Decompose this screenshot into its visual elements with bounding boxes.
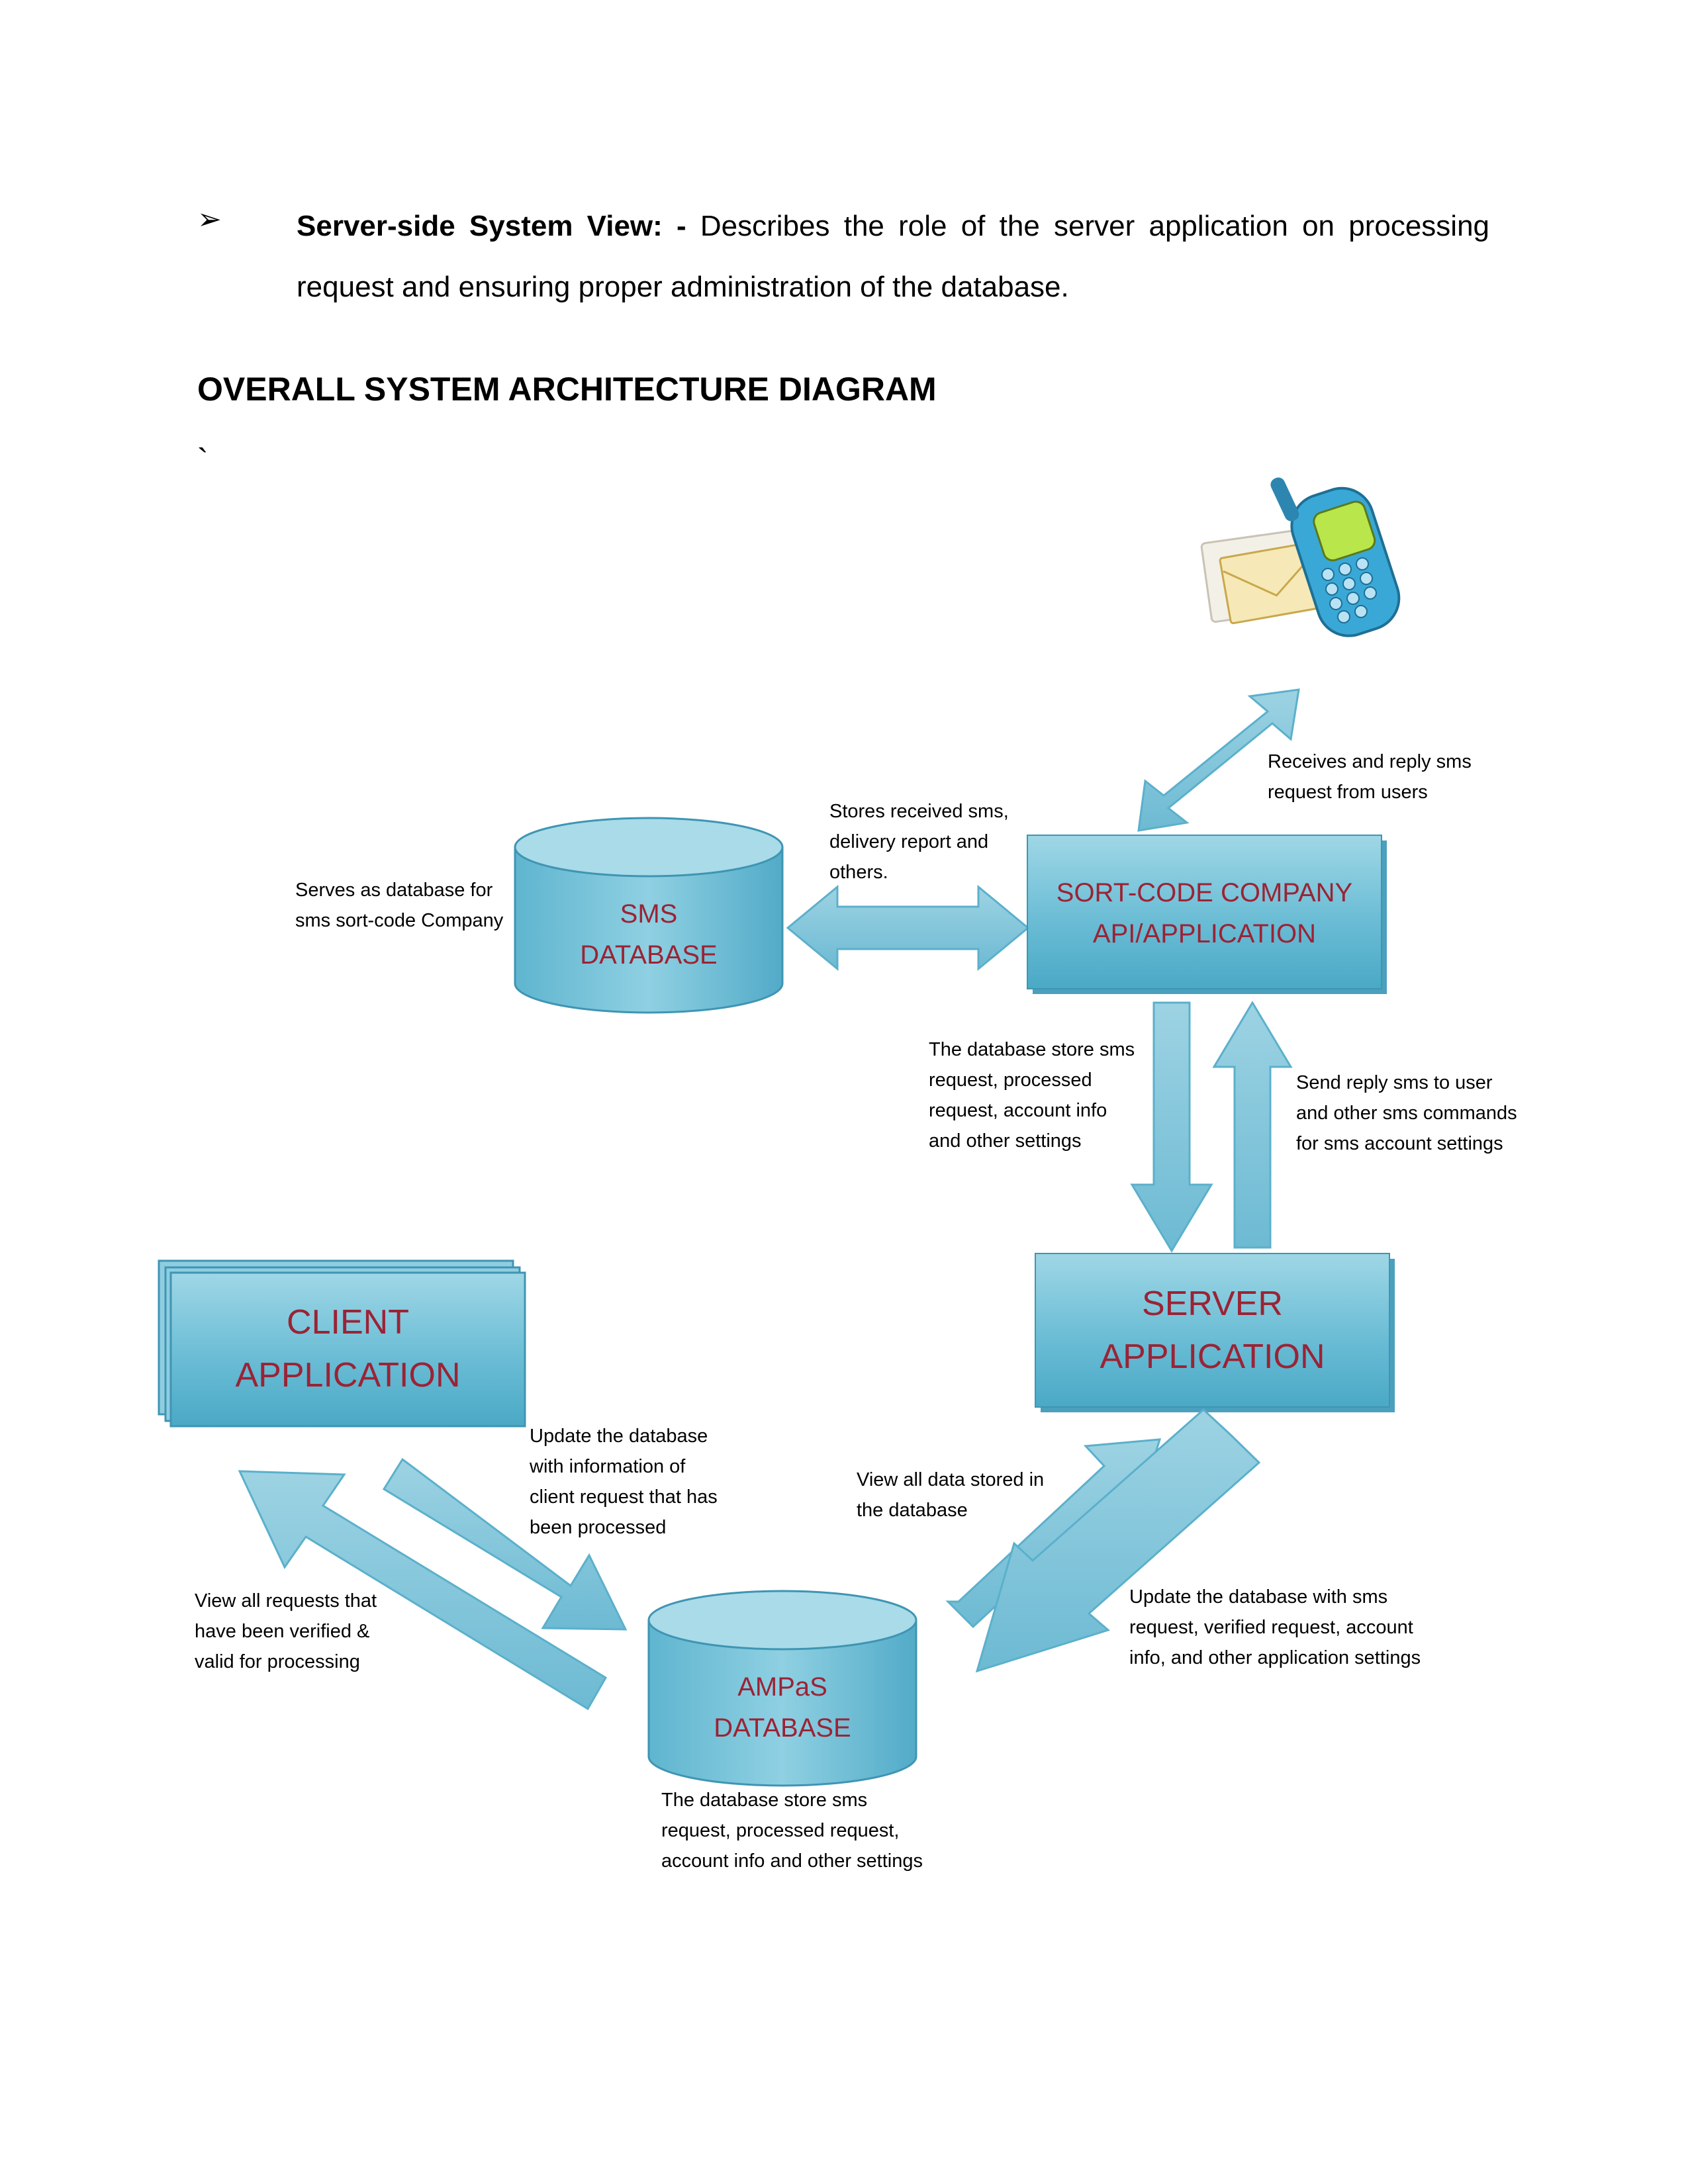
sortcode-company-label: SORT-CODE COMPANY API/APPLICATION [1056,878,1353,948]
arrow-ampas-to-client [238,1470,608,1711]
note-receives-reply: Receives and reply sms request from user… [1268,751,1472,803]
note-view-all-data: View all data stored in the database [857,1469,1045,1521]
bullet-dash: - [662,210,700,242]
note-db-store-sms-bottom: The database store sms request, processe… [661,1790,923,1872]
bullet-paragraph: Server-side System View: - Describes the… [297,196,1489,318]
page-heading: OVERALL SYSTEM ARCHITECTURE DIAGRAM [197,371,937,408]
sms-database-label: SMS DATABASE [580,899,718,970]
client-application-box [158,1259,526,1428]
sms-database-cylinder [514,817,784,1014]
client-application-label: CLIENT APPLICATION [235,1303,461,1394]
arrow-smsdb-sortcode [786,884,1030,972]
note-send-reply: Send reply sms to user and other sms com… [1296,1072,1517,1154]
arrow-client-to-ampas [382,1457,628,1631]
sortcode-company-box [1027,835,1387,994]
server-application-label: SERVER APPLICATION [1100,1285,1325,1376]
arrow-phone-sortcode [1137,688,1300,832]
arrow-server-to-sortcode [1212,1001,1293,1249]
bullet-description: Describes the role of the server applica… [297,210,1490,303]
ampas-database-cylinder [647,1590,917,1787]
note-stores-received: Stores received sms, delivery report and… [829,801,1009,883]
mobile-phone-icon [1200,477,1401,637]
arrow-server-to-ampas [975,1408,1261,1673]
bullet-arrow-icon: ➢ [197,203,222,236]
ampas-database-label: AMPaS DATABASE [714,1672,851,1743]
note-update-db-server: Update the database with sms request, ve… [1129,1586,1421,1668]
note-db-store-sms-top: The database store sms request, processe… [929,1039,1135,1152]
note-view-all-requests: View all requests that have been verifie… [195,1590,377,1672]
arrow-sortcode-to-server [1130,1001,1213,1253]
bullet-title: Server-side System View: [297,210,663,242]
note-update-db-client: Update the database with information of … [530,1426,718,1538]
server-application-box [1035,1253,1395,1412]
stray-backtick: ` [197,442,209,479]
note-serves-as-db: Serves as database for sms sort-code Com… [295,880,504,931]
